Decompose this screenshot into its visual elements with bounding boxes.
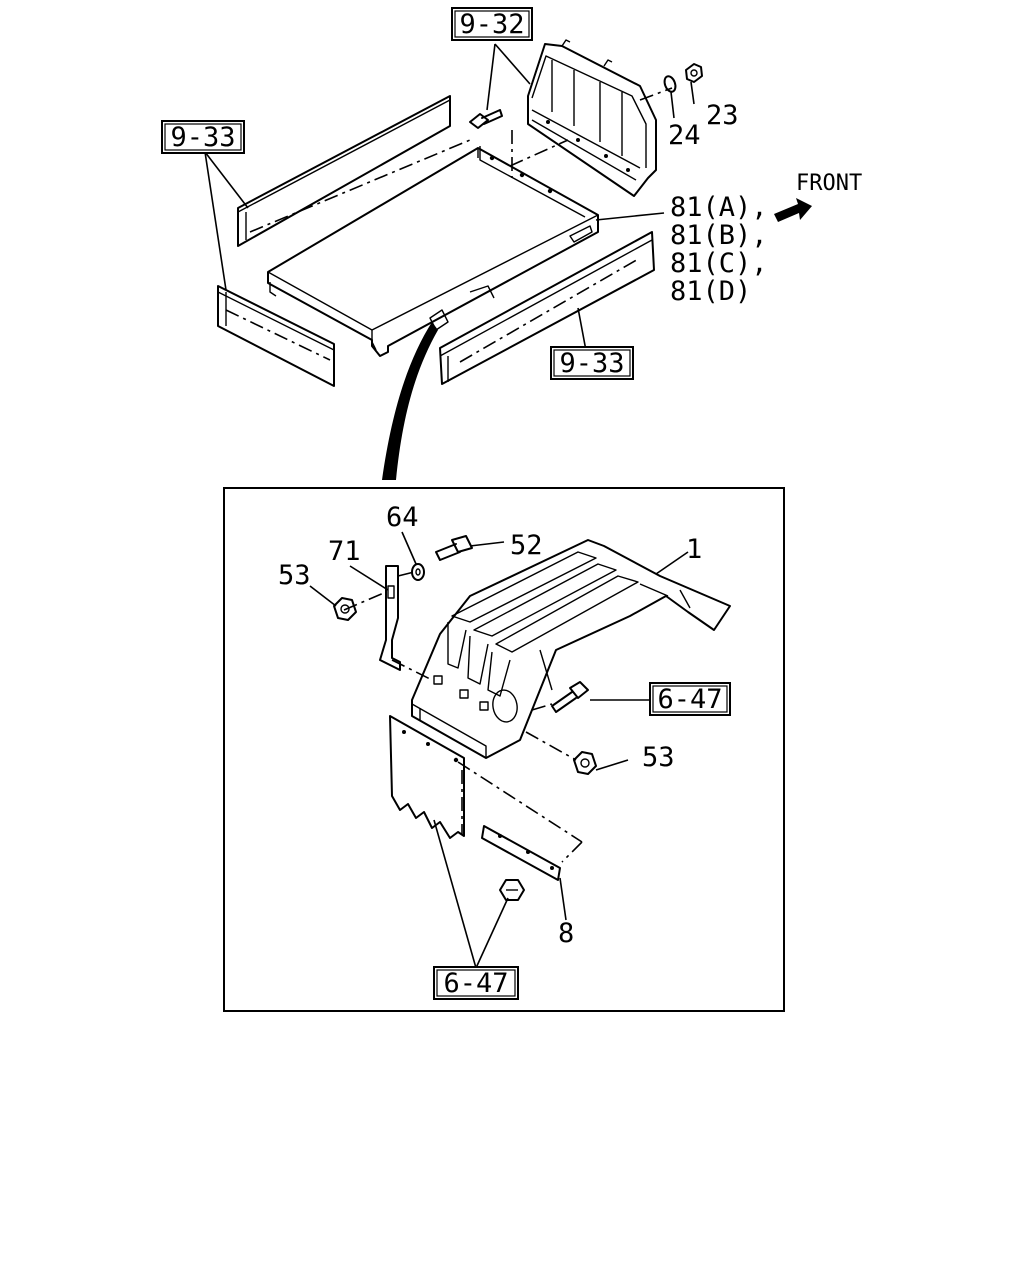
- svg-text:9-33: 9-33: [170, 122, 235, 153]
- nut-53-lower: [573, 751, 597, 775]
- callout-6-47-bolt: 6-47: [649, 682, 731, 716]
- detail-arrow: [382, 322, 438, 480]
- part-81d: 81(D): [670, 276, 751, 307]
- callout-9-33-right: 9-33: [550, 346, 634, 380]
- side-gate-right: [439, 231, 655, 385]
- bracket-71: [379, 565, 401, 671]
- plate-8: [481, 825, 561, 881]
- side-gate-left-rear: [237, 95, 451, 247]
- detail-inset-frame: [223, 487, 785, 1012]
- part-53-upper: 53: [278, 560, 311, 591]
- part-81a: 81(A),: [670, 192, 768, 223]
- part-64: 64: [386, 502, 419, 533]
- svg-text:9-32: 9-32: [459, 9, 524, 40]
- truck-bed-assembly: [267, 146, 599, 357]
- part-81c: 81(C),: [670, 248, 768, 279]
- bolt-6-47: [551, 681, 589, 713]
- callout-9-32: 9-32: [451, 7, 533, 41]
- washer-24: [663, 75, 677, 93]
- nut-23: [685, 63, 703, 83]
- part-71: 71: [328, 536, 361, 567]
- callout-9-33-left: 9-33: [161, 120, 245, 154]
- mud-flap: [389, 715, 465, 839]
- part-53-lower: 53: [642, 742, 675, 773]
- part-23: 23: [706, 100, 739, 131]
- side-gate-left-front: [217, 285, 335, 387]
- bolt-52: [435, 535, 473, 561]
- part-1: 1: [686, 534, 702, 565]
- svg-text:6-47: 6-47: [657, 684, 722, 715]
- headboard-rack: [527, 39, 657, 197]
- nut-6-47-bottom: [499, 879, 525, 901]
- front-arrow-icon: [774, 198, 812, 222]
- callout-6-47-bottom: 6-47: [433, 966, 519, 1000]
- washer-64: [411, 563, 425, 581]
- svg-text:6-47: 6-47: [443, 968, 508, 999]
- part-8: 8: [558, 918, 574, 949]
- part-24: 24: [668, 120, 701, 151]
- bed-bolt: [469, 109, 503, 129]
- front-label: FRONT: [796, 171, 862, 196]
- svg-text:9-33: 9-33: [559, 348, 624, 379]
- part-81b: 81(B),: [670, 220, 768, 251]
- part-52: 52: [510, 530, 543, 561]
- fender-part-1: [411, 539, 731, 759]
